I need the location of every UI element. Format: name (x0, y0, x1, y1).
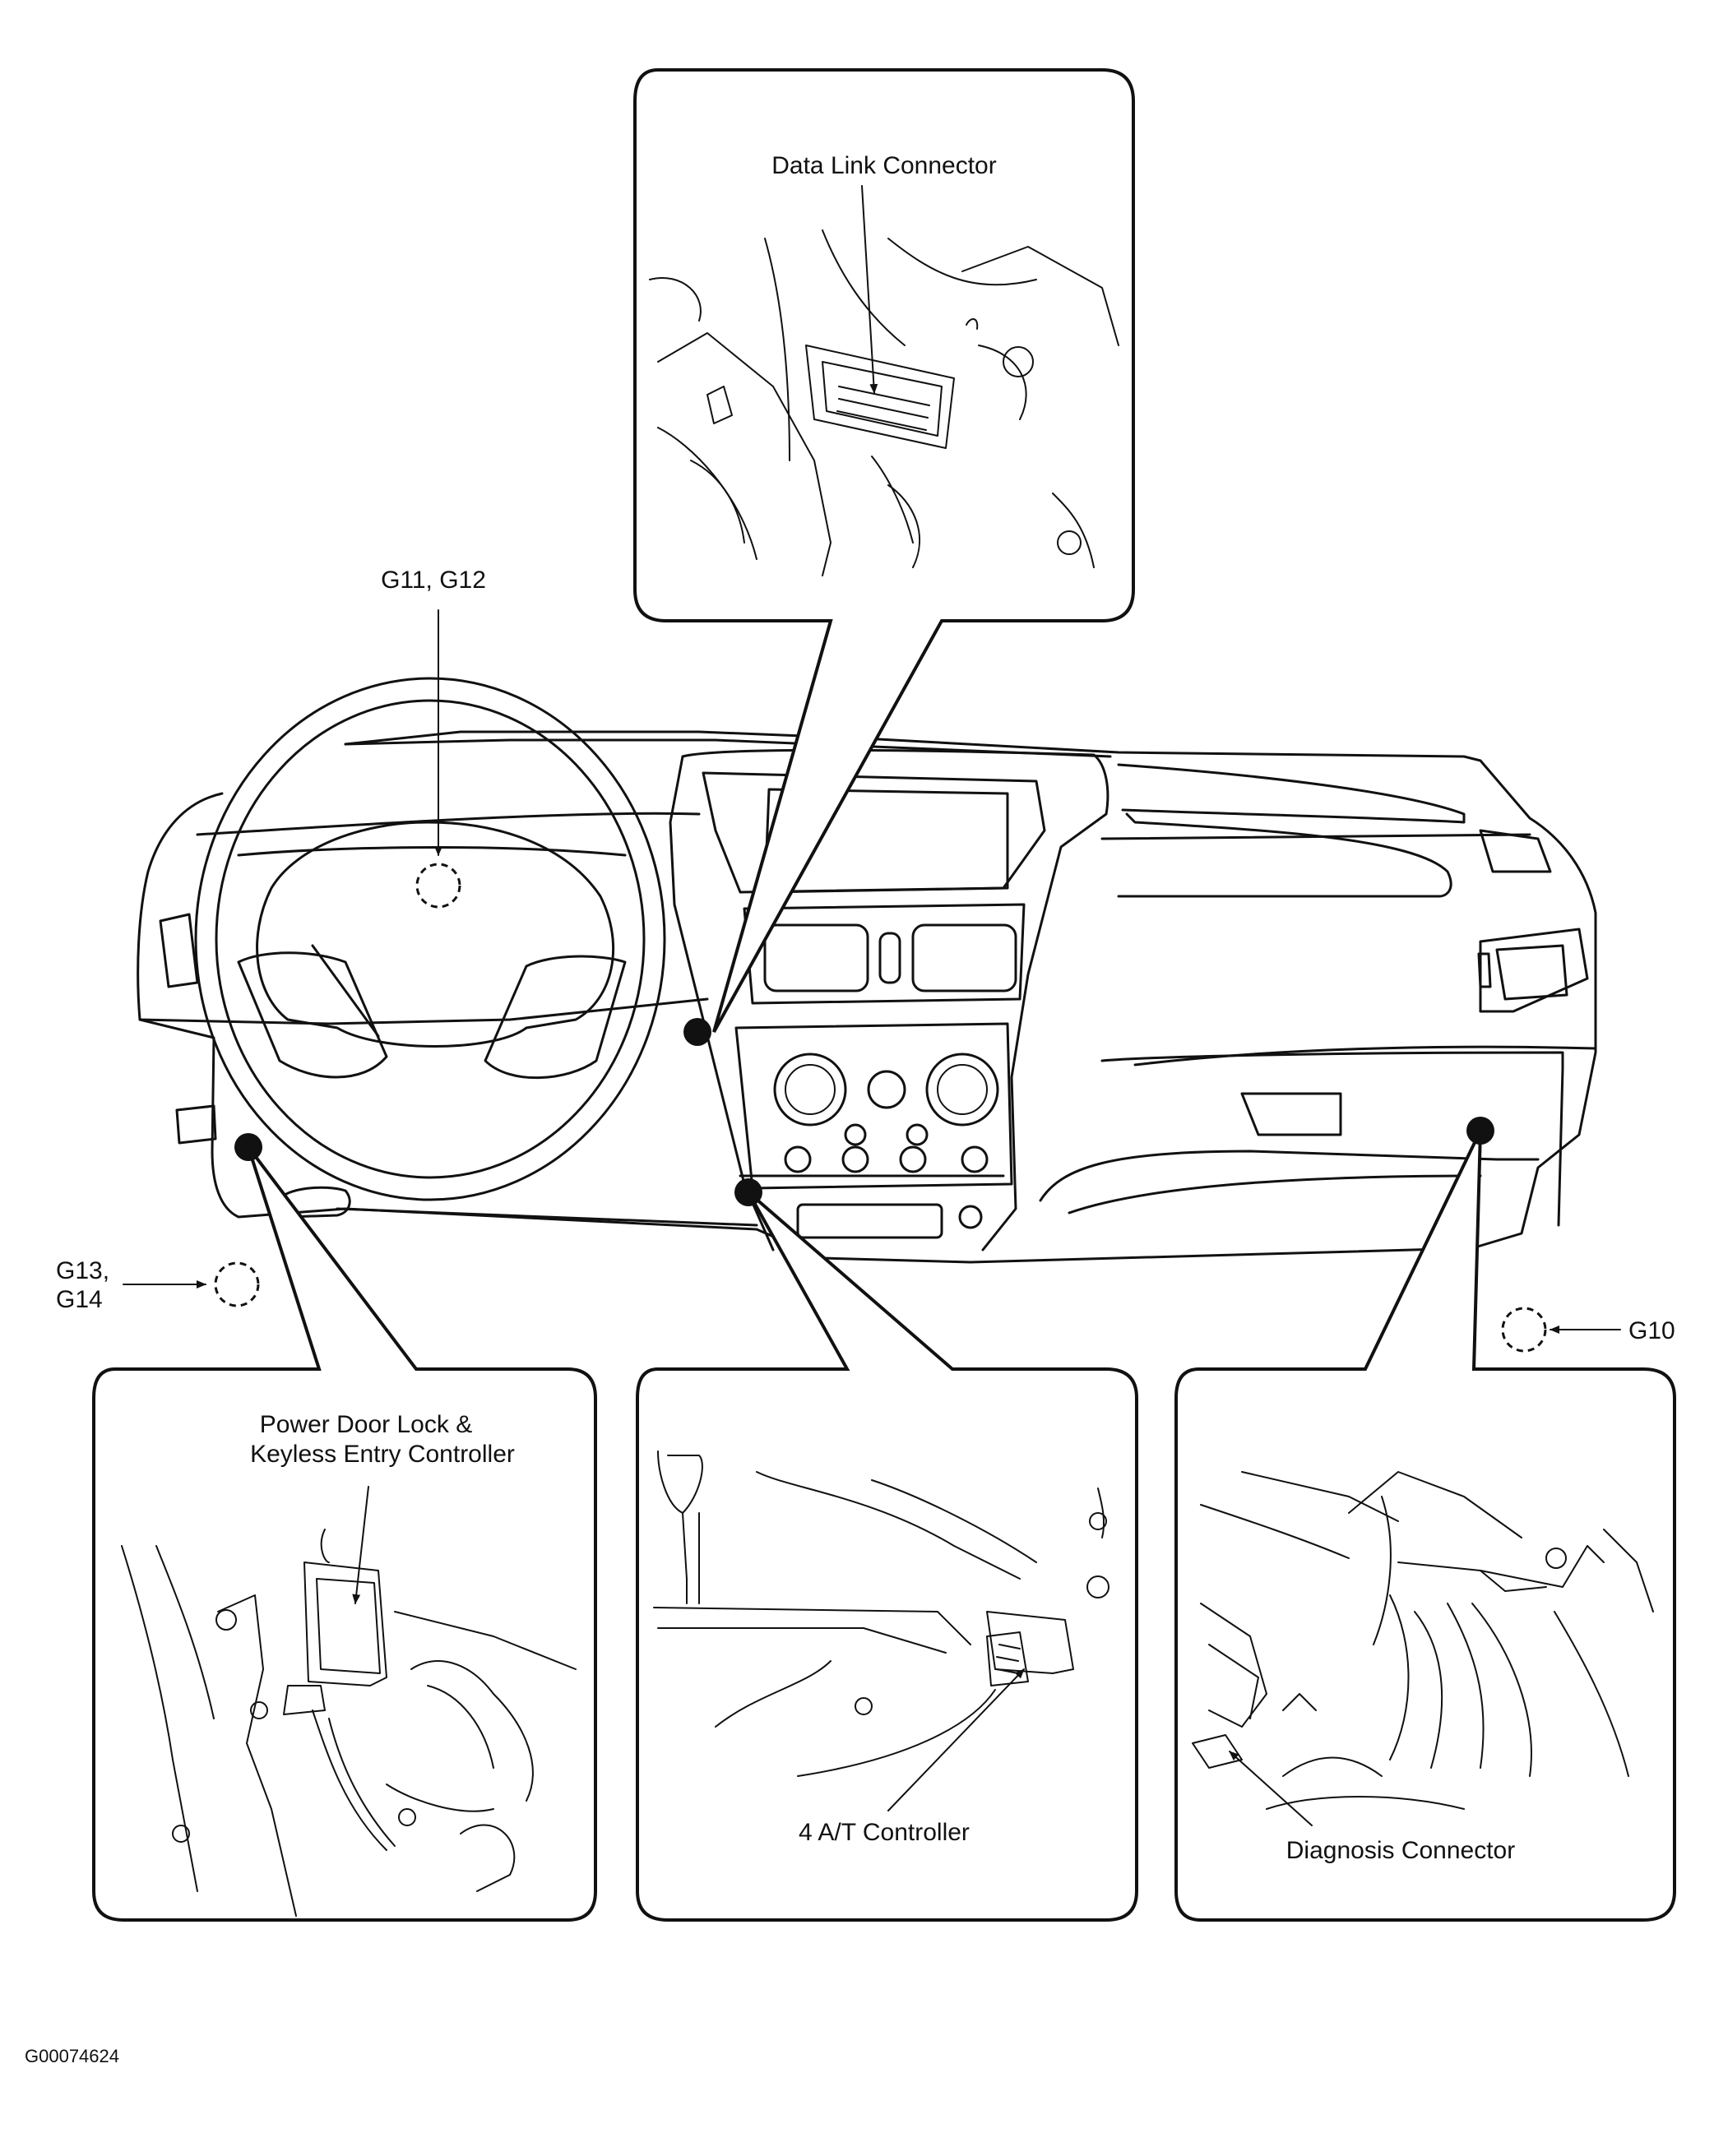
at-controller-callout: 4 A/T Controller (636, 1178, 1138, 1922)
figure-id: G00074624 (25, 2046, 119, 2066)
diagnosis-connector-location-dot (1466, 1117, 1494, 1145)
ground-g13-g14: G13, G14 (56, 1257, 260, 1313)
steering-wheel-illustration (194, 677, 666, 1201)
ground-g13-g14-circle (214, 1261, 260, 1307)
power-door-lock-sketch (121, 1529, 577, 1917)
dashboard-illustration (137, 730, 1597, 1264)
g13-label: G13, (56, 1257, 109, 1284)
diagnosis-connector-label: Diagnosis Connector (1286, 1837, 1515, 1864)
data-link-connector-label: Data Link Connector (771, 152, 997, 179)
data-link-connector-location-dot (683, 1018, 711, 1046)
at-controller-label: 4 A/T Controller (799, 1819, 970, 1846)
ground-g10: G10 (1501, 1307, 1675, 1353)
at-controller-location-dot (734, 1178, 762, 1206)
power-door-lock-callout: Power Door Lock & Keyless Entry Controll… (92, 1133, 597, 1922)
g10-label: G10 (1628, 1317, 1675, 1344)
power-door-lock-label-line2: Keyless Entry Controller (250, 1441, 515, 1468)
at-controller-sketch (653, 1450, 1109, 1777)
ground-g11-g12-circle (415, 863, 461, 909)
g11-g12-label: G11, G12 (381, 567, 486, 594)
data-link-connector-sketch (649, 229, 1119, 576)
ground-g10-circle (1501, 1307, 1547, 1353)
g14-label: G14 (56, 1286, 103, 1313)
ground-g11-g12: G11, G12 (381, 567, 486, 909)
diagnosis-connector-sketch (1192, 1471, 1654, 1810)
power-door-lock-location-dot (234, 1133, 262, 1161)
power-door-lock-label-line1: Power Door Lock & (260, 1411, 472, 1438)
data-link-connector-callout: Data Link Connector (633, 68, 1135, 1046)
diagnosis-connector-callout: Diagnosis Connector (1174, 1117, 1676, 1922)
